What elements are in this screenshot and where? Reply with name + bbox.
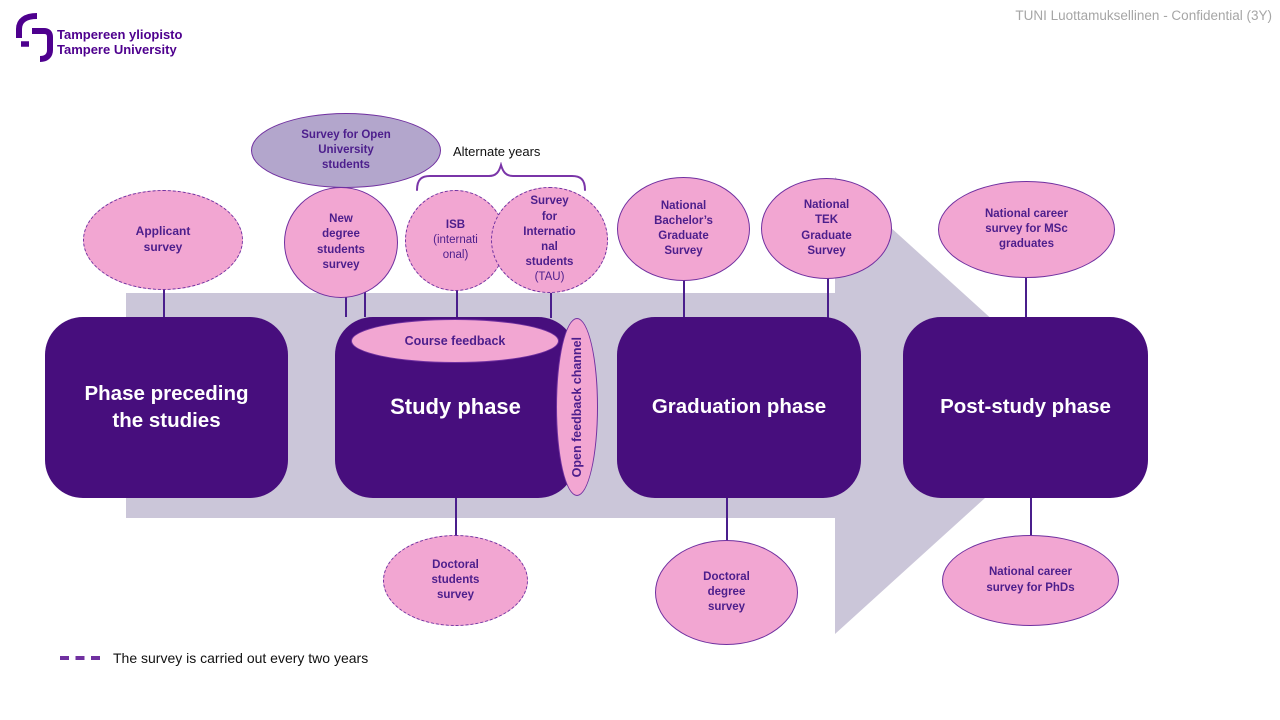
connector-line bbox=[726, 498, 728, 541]
survey-ellipse-career-msc: National career survey for MSc graduates bbox=[938, 181, 1115, 278]
survey-ellipse-isb: ISB (internati onal) bbox=[405, 190, 506, 291]
international-students-name: Survey for Internatio nal students bbox=[523, 195, 576, 269]
connector-line bbox=[1030, 498, 1032, 536]
open-feedback-channel-ellipse: Open feedback channel bbox=[556, 318, 598, 496]
connector-line bbox=[455, 498, 457, 537]
connector-line bbox=[827, 277, 829, 318]
survey-ellipse-open-university: Survey for Open University students bbox=[251, 113, 441, 188]
survey-ellipse-doctoral-students: Doctoral students survey bbox=[383, 535, 528, 626]
open-feedback-channel-label: Open feedback channel bbox=[569, 336, 584, 478]
survey-ellipse-national-bachelors: National Bachelor’s Graduate Survey bbox=[617, 177, 750, 281]
isb-note: (internati onal) bbox=[433, 233, 478, 262]
logo-line-fi: Tampereen yliopisto bbox=[57, 27, 183, 42]
university-logo-text: Tampereen yliopisto Tampere University bbox=[57, 27, 182, 57]
survey-ellipse-applicant: Applicant survey bbox=[83, 190, 243, 290]
survey-ellipse-national-tek: National TEK Graduate Survey bbox=[761, 178, 892, 279]
connector-line bbox=[364, 292, 366, 317]
connector-line bbox=[456, 288, 458, 318]
phase-box-graduation: Graduation phase bbox=[617, 317, 861, 498]
legend: The survey is carried out every two year… bbox=[60, 650, 368, 666]
isb-name: ISB bbox=[445, 218, 466, 231]
connector-line bbox=[550, 291, 552, 318]
legend-dash-icon bbox=[60, 656, 100, 660]
tuni-logo-icon bbox=[16, 13, 53, 62]
confidentiality-label: TUNI Luottamuksellinen - Confidential (3… bbox=[1015, 8, 1272, 23]
connector-line bbox=[163, 288, 165, 318]
legend-text: The survey is carried out every two year… bbox=[113, 650, 369, 666]
international-students-note: (TAU) bbox=[534, 271, 565, 284]
survey-ellipse-doctoral-degree: Doctoral degree survey bbox=[655, 540, 798, 645]
survey-ellipse-international-students: Survey for Internatio nal students (TAU) bbox=[491, 187, 608, 293]
survey-ellipse-career-phd: National career survey for PhDs bbox=[942, 535, 1119, 626]
phase-box-post-study: Post-study phase bbox=[903, 317, 1148, 498]
survey-ellipse-new-degree-students: New degree students survey bbox=[284, 187, 398, 298]
phase-box-preceding-studies: Phase preceding the studies bbox=[45, 317, 288, 498]
alternate-years-brace-icon bbox=[416, 162, 586, 191]
logo-line-en: Tampere University bbox=[57, 42, 177, 57]
connector-line bbox=[1025, 276, 1027, 318]
course-feedback-ellipse: Course feedback bbox=[351, 319, 559, 363]
alternate-years-label: Alternate years bbox=[453, 144, 541, 159]
connector-line bbox=[683, 279, 685, 318]
